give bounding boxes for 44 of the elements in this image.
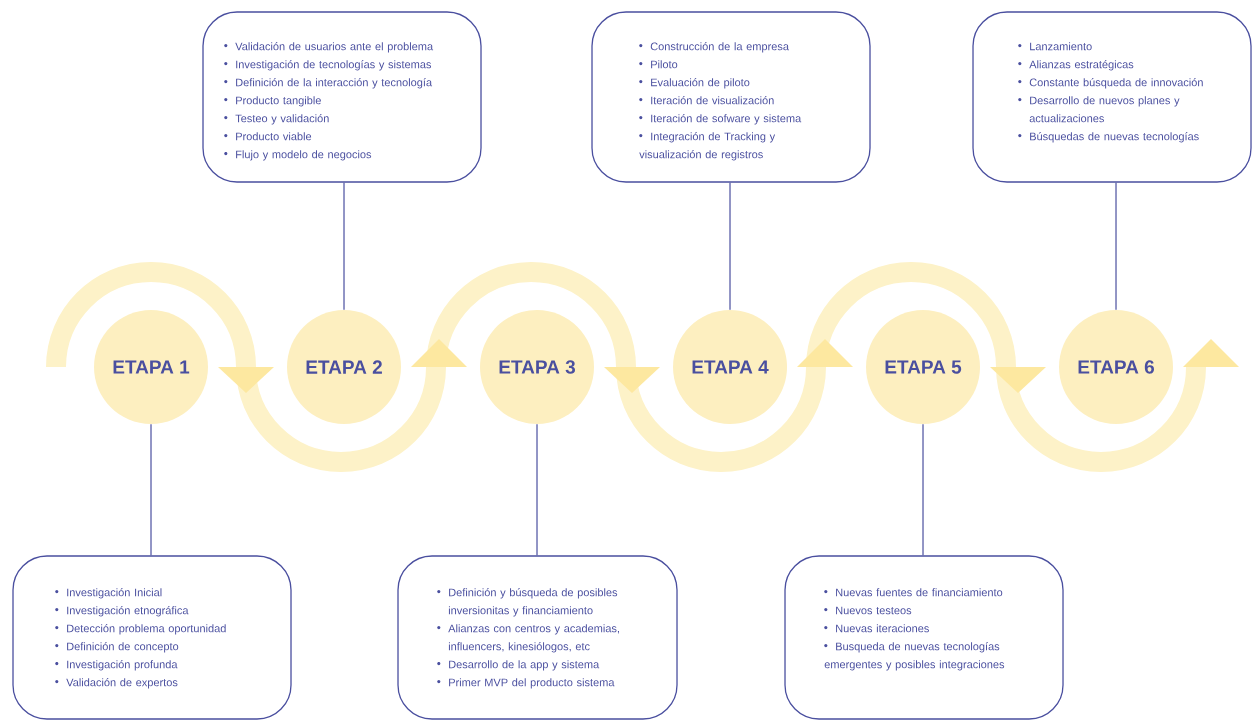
list-item: Integración de Tracking y visualización de registros xyxy=(639,132,776,161)
list-item: Desarrollo de la app y sistema xyxy=(437,660,600,671)
list-item: Busqueda de nuevas tecnologías emergentes y posibles integraciones xyxy=(824,642,1005,671)
text-box xyxy=(397,555,678,720)
list-item: Definición y búsqueda de posibles inversionitas y financiamiento xyxy=(437,588,618,617)
list-item: Nuevas iteraciones xyxy=(824,624,929,633)
list-item: Investigación Inicial xyxy=(55,588,162,599)
list-item: Evaluación de piloto xyxy=(639,78,750,89)
list-item: Producto tangible xyxy=(224,96,321,107)
list-item: Alianzas con centros y academias, influencers, kinesiólogos, etc xyxy=(437,624,619,653)
text-box xyxy=(784,555,1064,720)
list-item: Flujo y modelo de negocios xyxy=(224,150,372,161)
list-item: Validación de usuarios ante el problema xyxy=(224,42,434,53)
list-item: Piloto xyxy=(639,60,678,69)
list-item: Desarrollo de nuevos planes y actualizaciones xyxy=(1018,96,1180,123)
list-item: Definición de concepto xyxy=(55,642,179,653)
list-item: Validación de expertos xyxy=(55,678,178,689)
list-item: Lanzamiento xyxy=(1018,42,1092,51)
list-item: Construcción de la empresa xyxy=(639,42,789,53)
list-item: Producto viable xyxy=(224,132,312,141)
list-item: Búsquedas de nuevas tecnologías xyxy=(1018,132,1199,143)
list-item: Iteración de sofware y sistema xyxy=(639,114,802,125)
connector-line xyxy=(536,423,538,556)
list-item: Testeo y validación xyxy=(224,114,329,125)
list-item: Investigación de tecnologías y sistemas xyxy=(224,60,432,71)
list-item: Detección problema oportunidad xyxy=(55,624,226,635)
list-item: Primer MVP del producto sistema xyxy=(437,678,615,689)
text-box xyxy=(202,11,482,183)
text-box xyxy=(12,555,292,720)
text-box xyxy=(972,11,1252,183)
connector-line xyxy=(729,182,731,311)
list-item: Definición de la interacción y tecnología xyxy=(224,78,433,89)
list-item: Nuevas fuentes de financiamiento xyxy=(824,588,1003,597)
connector-line xyxy=(922,423,924,556)
connector-line xyxy=(1115,182,1117,311)
list-item: Iteración de visualización xyxy=(639,96,774,105)
list-item: Nuevos testeos xyxy=(824,606,912,615)
list-item: Investigación profunda xyxy=(55,660,178,671)
connector-line xyxy=(343,182,345,311)
list-item: Alianzas estratégicas xyxy=(1018,60,1134,71)
connector-line xyxy=(150,423,152,556)
text-box xyxy=(591,11,871,183)
list-item: Investigación etnográfica xyxy=(55,606,189,617)
list-item: Constante búsqueda de innovación xyxy=(1018,78,1203,89)
